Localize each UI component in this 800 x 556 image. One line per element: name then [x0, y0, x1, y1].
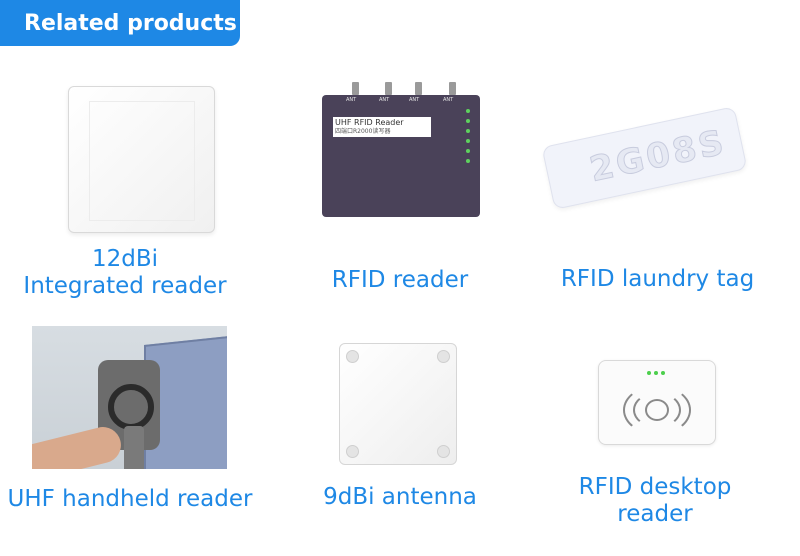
status-led — [466, 109, 470, 113]
section-header: Related products — [0, 0, 240, 46]
status-led — [466, 149, 470, 153]
wireless-waves-icon — [623, 385, 691, 435]
screw — [346, 350, 359, 363]
reader-nameplate-subtitle: 四端口R2000读写器 — [335, 128, 391, 135]
antenna-label: ANT — [409, 97, 420, 103]
status-led — [466, 129, 470, 133]
product-label-integrated-reader[interactable]: 12dBi Integrated reader — [20, 246, 230, 300]
wireless-waves-icon — [633, 392, 681, 428]
integrated-reader-image[interactable] — [68, 86, 215, 233]
product-label-antenna[interactable]: 9dBi antenna — [300, 484, 500, 511]
product-label-line1: RFID desktop — [578, 474, 732, 500]
antenna-label: ANT — [379, 97, 390, 103]
product-label-laundry-tag[interactable]: RFID laundry tag — [545, 266, 770, 293]
rfid-reader-image[interactable]: ANT ANT ANT ANT UHF RFID Reader 四端口R2000… — [322, 82, 480, 217]
status-led — [466, 119, 470, 123]
section-title: Related products — [24, 10, 237, 36]
product-label-rfid-reader[interactable]: RFID reader — [300, 267, 500, 294]
screw — [346, 445, 359, 458]
antenna-connector — [415, 82, 422, 95]
status-led — [466, 139, 470, 143]
status-led — [466, 159, 470, 163]
product-label-line1: UHF handheld reader — [7, 486, 253, 512]
antenna-connector — [449, 82, 456, 95]
product-label-desktop-reader[interactable]: RFID desktop reader — [560, 474, 750, 528]
laundry-tag-print: 2G08S — [586, 122, 731, 191]
product-label-line2: Integrated reader — [23, 273, 227, 299]
antenna-connector — [352, 82, 359, 95]
indicator-led — [647, 371, 651, 375]
desktop-reader-image[interactable] — [598, 360, 716, 445]
photo-ring — [108, 384, 154, 430]
reader-nameplate-title: UHF RFID Reader — [335, 118, 404, 127]
indicator-led — [661, 371, 665, 375]
screw — [437, 350, 450, 363]
handheld-reader-photo[interactable] — [32, 326, 227, 469]
product-label-line2: reader — [617, 501, 693, 527]
antenna-label: ANT — [443, 97, 454, 103]
product-label-line1: RFID laundry tag — [560, 266, 755, 292]
photo-arm — [32, 423, 125, 469]
laundry-tag-image[interactable]: 2G08S — [541, 106, 748, 210]
product-label-line1: 12dBi — [91, 246, 159, 272]
reader-nameplate: UHF RFID Reader 四端口R2000读写器 — [333, 117, 431, 137]
antenna-image[interactable] — [339, 343, 457, 465]
antenna-connector — [385, 82, 392, 95]
product-label-line1: 9dBi antenna — [323, 484, 477, 510]
screw — [437, 445, 450, 458]
antenna-label: ANT — [346, 97, 357, 103]
wireless-center-icon — [645, 399, 669, 421]
product-label-line1: RFID reader — [331, 267, 469, 293]
panel-border — [89, 101, 195, 221]
product-label-handheld-reader[interactable]: UHF handheld reader — [5, 486, 255, 513]
photo-handle — [124, 426, 144, 469]
indicator-led — [654, 371, 658, 375]
